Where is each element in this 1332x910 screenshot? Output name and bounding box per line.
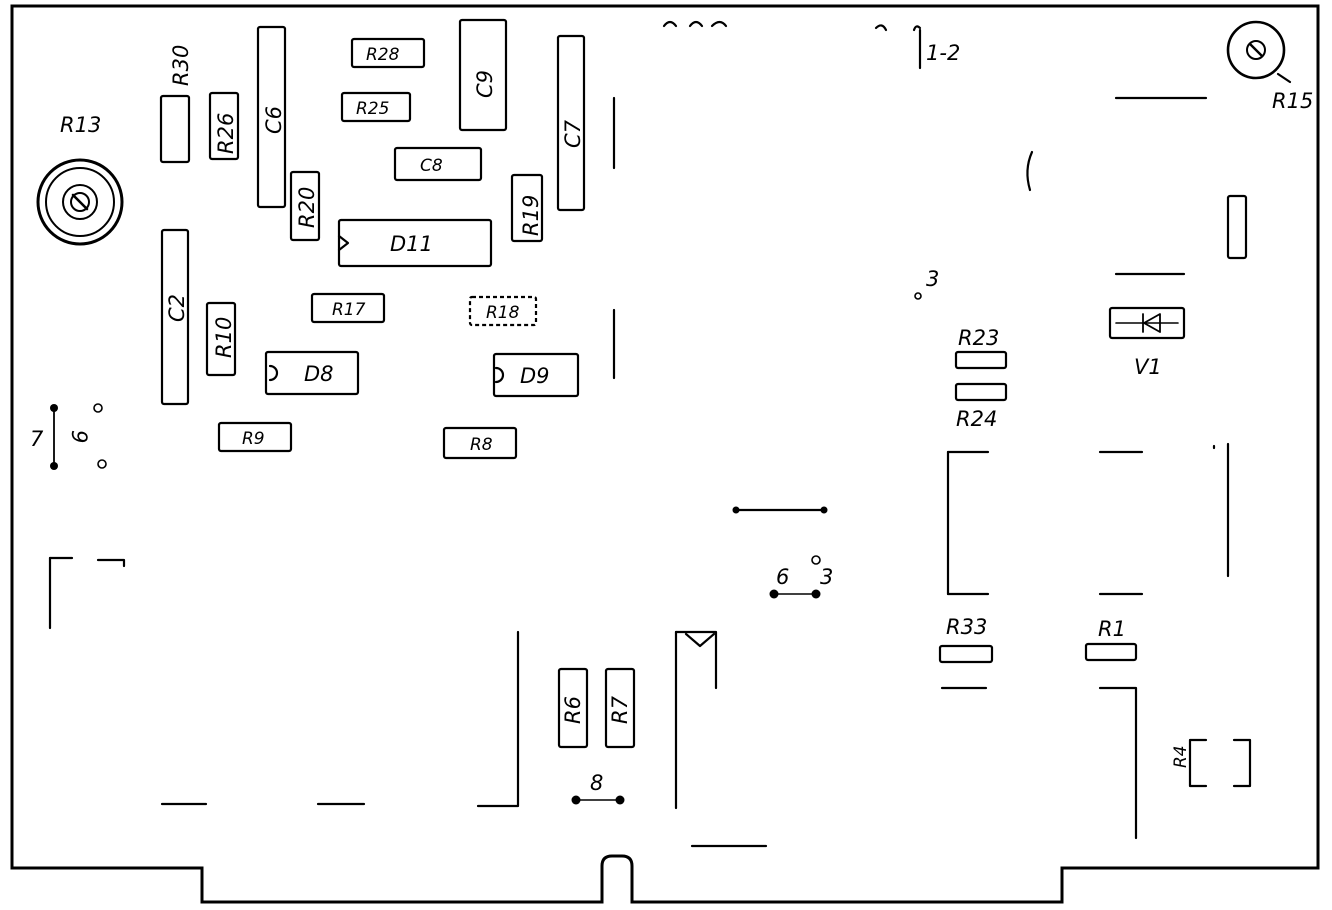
label-r28: R28: [366, 45, 400, 65]
component-footprints: [48, 20, 1230, 848]
resistor-r25: [340, 91, 412, 123]
chip-d9: [492, 352, 580, 398]
label-r30: R30: [169, 45, 193, 86]
jumper-end-dot: [820, 506, 828, 514]
label-r33: R33: [946, 615, 987, 639]
capacitor-c8: [393, 146, 483, 182]
resistor-r28: [350, 37, 426, 69]
jumper-7: [50, 404, 58, 470]
capacitor-c2: [160, 228, 190, 406]
jumper-8: [571, 795, 625, 805]
label-r6: R6: [561, 696, 585, 724]
label-3-top: 3: [926, 267, 939, 291]
label-r24: R24: [956, 407, 997, 431]
label-8: 8: [590, 771, 603, 795]
jumper-6: [769, 555, 821, 599]
label-9: 9: [67, 430, 91, 443]
component-labels: R13 R15 R30 R26 C6 R28 R25 C9 C8 C7 R20 …: [30, 41, 1313, 795]
chip-d11: [337, 218, 493, 268]
resistor-r8: [442, 426, 518, 460]
label-c8: C8: [420, 156, 443, 176]
resistor-r23: [954, 350, 1008, 370]
resistor-r4: [1188, 738, 1252, 788]
resistor-r9: [217, 421, 293, 453]
label-r4: R4: [1171, 745, 1191, 768]
label-c2: C2: [165, 294, 189, 322]
label-3-bottom: 3: [820, 565, 833, 589]
label-r7: R7: [608, 695, 632, 724]
resistor-r19: [510, 173, 544, 243]
board-outline: [10, 4, 1320, 904]
resistor-r26: [208, 91, 240, 161]
label-1-2: 1-2: [926, 41, 960, 65]
label-6: 6: [776, 565, 789, 589]
capacitor-c6: [256, 25, 287, 209]
label-r20: R20: [295, 187, 319, 228]
label-r9: R9: [242, 429, 265, 449]
label-r26: R26: [214, 113, 238, 154]
potentiometer-r13: [36, 158, 124, 246]
chip-d8: [264, 350, 360, 396]
resistor-r33: [938, 644, 994, 664]
label-d11: D11: [390, 232, 433, 256]
label-r17: R17: [332, 300, 366, 320]
resistor-r10: [205, 301, 237, 377]
resistor-r24: [954, 382, 1008, 402]
label-v1: V1: [1134, 355, 1162, 379]
resistor-r20: [289, 170, 321, 242]
resistor-r6: [557, 667, 589, 749]
label-r15: R15: [1272, 89, 1313, 113]
label-r1: R1: [1098, 617, 1126, 641]
resistor-r18: [468, 295, 538, 327]
label-d8: D8: [304, 362, 334, 386]
diode-v1: [1108, 306, 1186, 340]
label-7: 7: [30, 427, 44, 451]
potentiometer-r15: [1226, 20, 1292, 84]
label-d9: D9: [520, 364, 550, 388]
label-r13: R13: [60, 113, 101, 137]
component-right-small: [1226, 194, 1248, 260]
label-r10: R10: [212, 317, 236, 358]
test-point-3: [914, 292, 922, 300]
label-r23: R23: [958, 326, 999, 350]
label-c9: C9: [473, 70, 497, 98]
resistor-r7: [604, 667, 636, 749]
resistor-r17: [310, 292, 386, 324]
capacitor-c7: [556, 34, 586, 212]
resistor-r30: [159, 94, 191, 164]
label-r8: R8: [470, 435, 493, 455]
label-c7: C7: [561, 119, 585, 148]
resistor-r1: [1084, 642, 1138, 662]
capacitor-c9: [458, 18, 508, 132]
test-points-9: [93, 403, 107, 469]
label-r25: R25: [356, 99, 389, 119]
label-r19: R19: [519, 195, 543, 236]
label-c6: C6: [262, 106, 286, 134]
label-r18: R18: [486, 303, 520, 323]
jumper-end-dot: [732, 506, 740, 514]
